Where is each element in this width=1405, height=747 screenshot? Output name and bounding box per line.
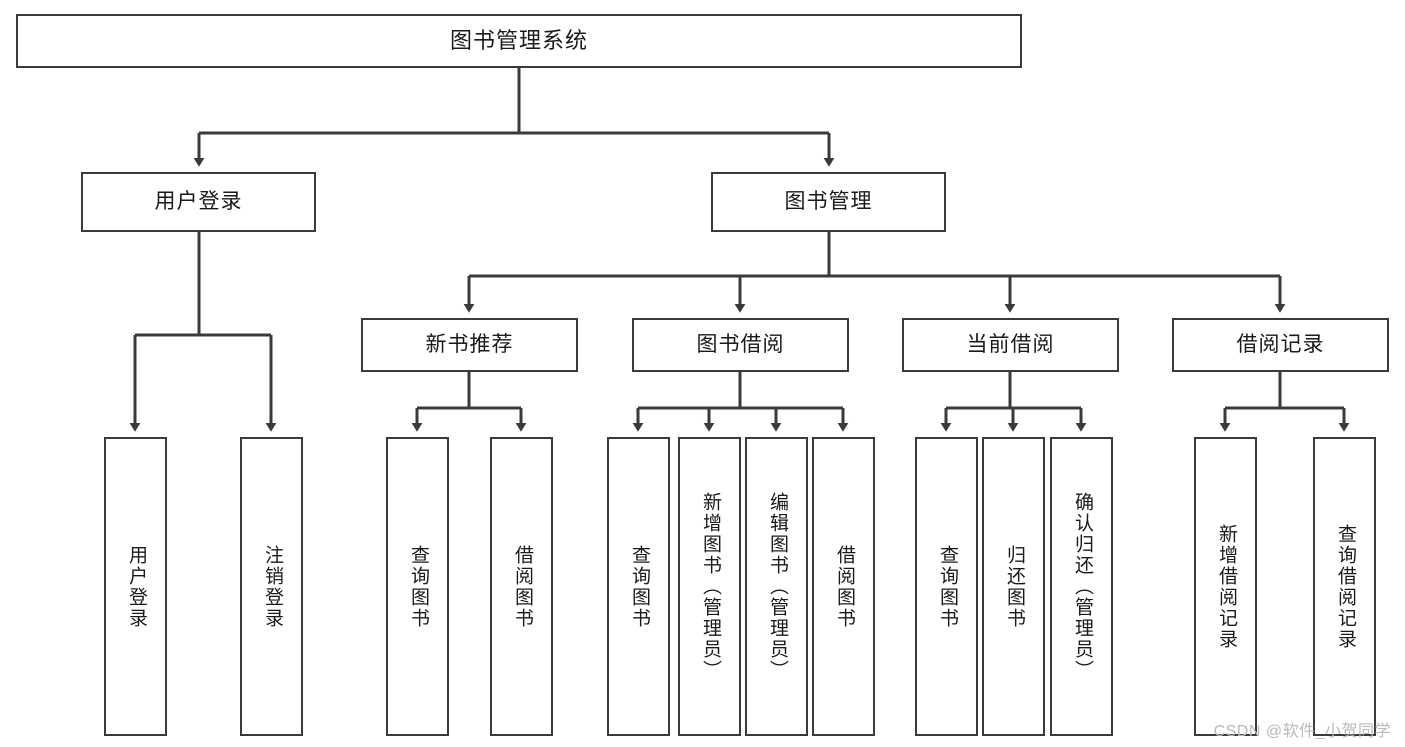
leaf-new-book-recommend-0[interactable]: 查询图书 [386, 437, 449, 736]
leaf-label: 查询借阅记录 [1334, 523, 1356, 650]
leaf-label: 新增图书（管理员） [699, 492, 721, 681]
leaf-current-borrow-0[interactable]: 查询图书 [915, 437, 978, 736]
leaf-label: 确认归还（管理员） [1071, 492, 1093, 681]
node-new-book-recommend[interactable]: 新书推荐 [361, 318, 578, 372]
leaf-label: 归还图书 [1003, 544, 1025, 629]
leaf-label: 用户登录 [125, 544, 147, 629]
node-current-borrow-label: 当前借阅 [966, 333, 1055, 357]
leaf-borrow-record-1[interactable]: 查询借阅记录 [1313, 437, 1376, 736]
node-book-borrow-label: 图书借阅 [696, 333, 785, 357]
leaf-book-borrow-1[interactable]: 新增图书（管理员） [678, 437, 741, 736]
leaf-book-borrow-0[interactable]: 查询图书 [607, 437, 670, 736]
leaf-new-book-recommend-1[interactable]: 借阅图书 [490, 437, 553, 736]
leaf-book-borrow-3[interactable]: 借阅图书 [812, 437, 875, 736]
node-user-login[interactable]: 用户登录 [81, 172, 316, 232]
leaf-user-login-0[interactable]: 用户登录 [104, 437, 167, 736]
node-current-borrow[interactable]: 当前借阅 [902, 318, 1119, 372]
leaf-current-borrow-2[interactable]: 确认归还（管理员） [1050, 437, 1113, 736]
leaf-label: 查询图书 [936, 544, 958, 629]
leaf-label: 注销登录 [261, 544, 283, 629]
watermark: CSDN @软件_小贺同学 [1213, 723, 1391, 740]
leaf-label: 编辑图书（管理员） [766, 492, 788, 681]
leaf-borrow-record-0[interactable]: 新增借阅记录 [1194, 437, 1257, 736]
node-borrow-record-label: 借阅记录 [1236, 333, 1325, 357]
node-root-label: 图书管理系统 [449, 27, 588, 53]
leaf-label: 查询图书 [628, 544, 650, 629]
leaf-label: 借阅图书 [833, 544, 855, 629]
leaf-label: 查询图书 [407, 544, 429, 629]
node-book-management-label: 图书管理 [784, 190, 873, 214]
node-user-login-label: 用户登录 [154, 190, 243, 214]
leaf-user-login-1[interactable]: 注销登录 [240, 437, 303, 736]
node-root-book-management-system[interactable]: 图书管理系统 [16, 14, 1022, 68]
node-book-management[interactable]: 图书管理 [711, 172, 946, 232]
node-borrow-record[interactable]: 借阅记录 [1172, 318, 1389, 372]
node-new-book-recommend-label: 新书推荐 [425, 333, 514, 357]
node-book-borrow[interactable]: 图书借阅 [632, 318, 849, 372]
leaf-label: 借阅图书 [511, 544, 533, 629]
leaf-current-borrow-1[interactable]: 归还图书 [982, 437, 1045, 736]
leaf-label: 新增借阅记录 [1215, 523, 1237, 650]
leaf-book-borrow-2[interactable]: 编辑图书（管理员） [745, 437, 808, 736]
